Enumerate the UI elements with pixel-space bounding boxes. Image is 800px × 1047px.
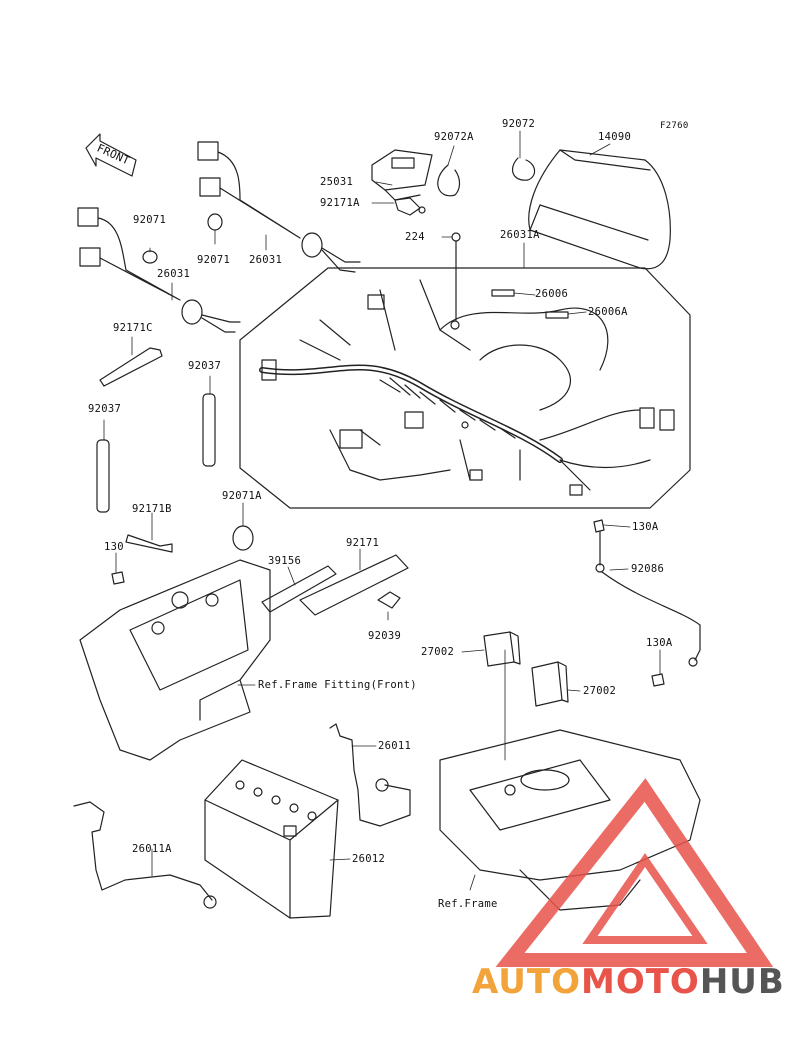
label-92171B: 92171B — [132, 503, 172, 515]
label-26012: 26012 — [352, 853, 386, 865]
label-26031A: 26031A — [500, 229, 540, 241]
label-39156: 39156 — [268, 555, 302, 567]
label-92086: 92086 — [631, 563, 665, 575]
ref-frame-fitting-front: Ref.Frame Fitting(Front) — [258, 679, 417, 691]
label-26031-left: 26031 — [157, 268, 191, 280]
lead-26011A — [73, 801, 217, 909]
pad-39156 — [261, 565, 337, 613]
fuse-26006 — [491, 289, 515, 297]
label-92072: 92072 — [502, 118, 536, 130]
clip-92039 — [377, 591, 401, 609]
band-92072A — [437, 164, 461, 197]
main-harness-outline — [239, 267, 691, 509]
label-92072A: 92072A — [434, 131, 474, 143]
clip-92171A — [394, 197, 426, 216]
cable-92086 — [593, 519, 701, 667]
label-92171C: 92171C — [113, 322, 153, 334]
label-14090: 14090 — [598, 131, 632, 143]
label-92071A: 92071A — [222, 490, 262, 502]
label-92037-left: 92037 — [88, 403, 122, 415]
grommet-92071A — [232, 525, 254, 551]
label-130A-bottom: 130A — [646, 637, 673, 649]
bracket-92171B — [125, 534, 173, 553]
label-26006: 26006 — [535, 288, 569, 300]
watermark-triangle-icon — [495, 778, 774, 967]
watermark-logo: AUTOMOTOHUB — [472, 962, 785, 1002]
watermark-part3: HUB — [699, 962, 785, 1002]
label-92039: 92039 — [368, 630, 402, 642]
watermark-part1: AUTO — [472, 962, 581, 1002]
band-92072 — [511, 157, 536, 181]
harness-26031-top — [197, 141, 361, 273]
label-92171: 92171 — [346, 537, 380, 549]
label-26011: 26011 — [378, 740, 412, 752]
clamp-92171C — [99, 347, 163, 387]
fuse-26006A — [545, 311, 569, 319]
relay-27002-right — [531, 661, 569, 707]
main-harness — [259, 279, 675, 496]
fuse-box-25031 — [371, 149, 433, 201]
label-92071-left: 92071 — [133, 214, 167, 226]
label-25031: 25031 — [320, 176, 354, 188]
front-arrow-icon — [85, 133, 137, 177]
leader-lines — [103, 130, 661, 891]
battery-26012 — [204, 759, 339, 919]
ref-frame: Ref.Frame — [438, 898, 498, 910]
harness-26031-left — [77, 207, 241, 333]
bracket-92171 — [299, 554, 409, 616]
label-130A-top: 130A — [632, 521, 659, 533]
frame-rear — [439, 729, 701, 911]
label-26031-top: 26031 — [249, 254, 283, 266]
label-26011A: 26011A — [132, 843, 172, 855]
lead-26011 — [329, 723, 411, 827]
watermark-part2: MOTO — [580, 962, 700, 1002]
label-92037-mid: 92037 — [188, 360, 222, 372]
relay-27002-left — [483, 631, 521, 667]
strap-92037-mid — [202, 393, 216, 467]
grommet-92071-mid — [207, 213, 223, 231]
bolt-130 — [111, 571, 125, 585]
frame-front — [79, 559, 271, 761]
figure-code: F2760 — [660, 121, 689, 131]
label-27002-left: 27002 — [421, 646, 455, 658]
label-130: 130 — [104, 541, 124, 553]
strap-92037-left — [96, 439, 110, 513]
label-92071-mid: 92071 — [197, 254, 231, 266]
label-26006A: 26006A — [588, 306, 628, 318]
cover-14090 — [528, 149, 671, 270]
grommet-92071-left — [142, 250, 158, 264]
label-224: 224 — [405, 231, 425, 243]
bolt-224 — [451, 232, 461, 321]
label-27002-right: 27002 — [583, 685, 617, 697]
bolt-130A-bottom — [651, 673, 665, 687]
label-92171A: 92171A — [320, 197, 360, 209]
